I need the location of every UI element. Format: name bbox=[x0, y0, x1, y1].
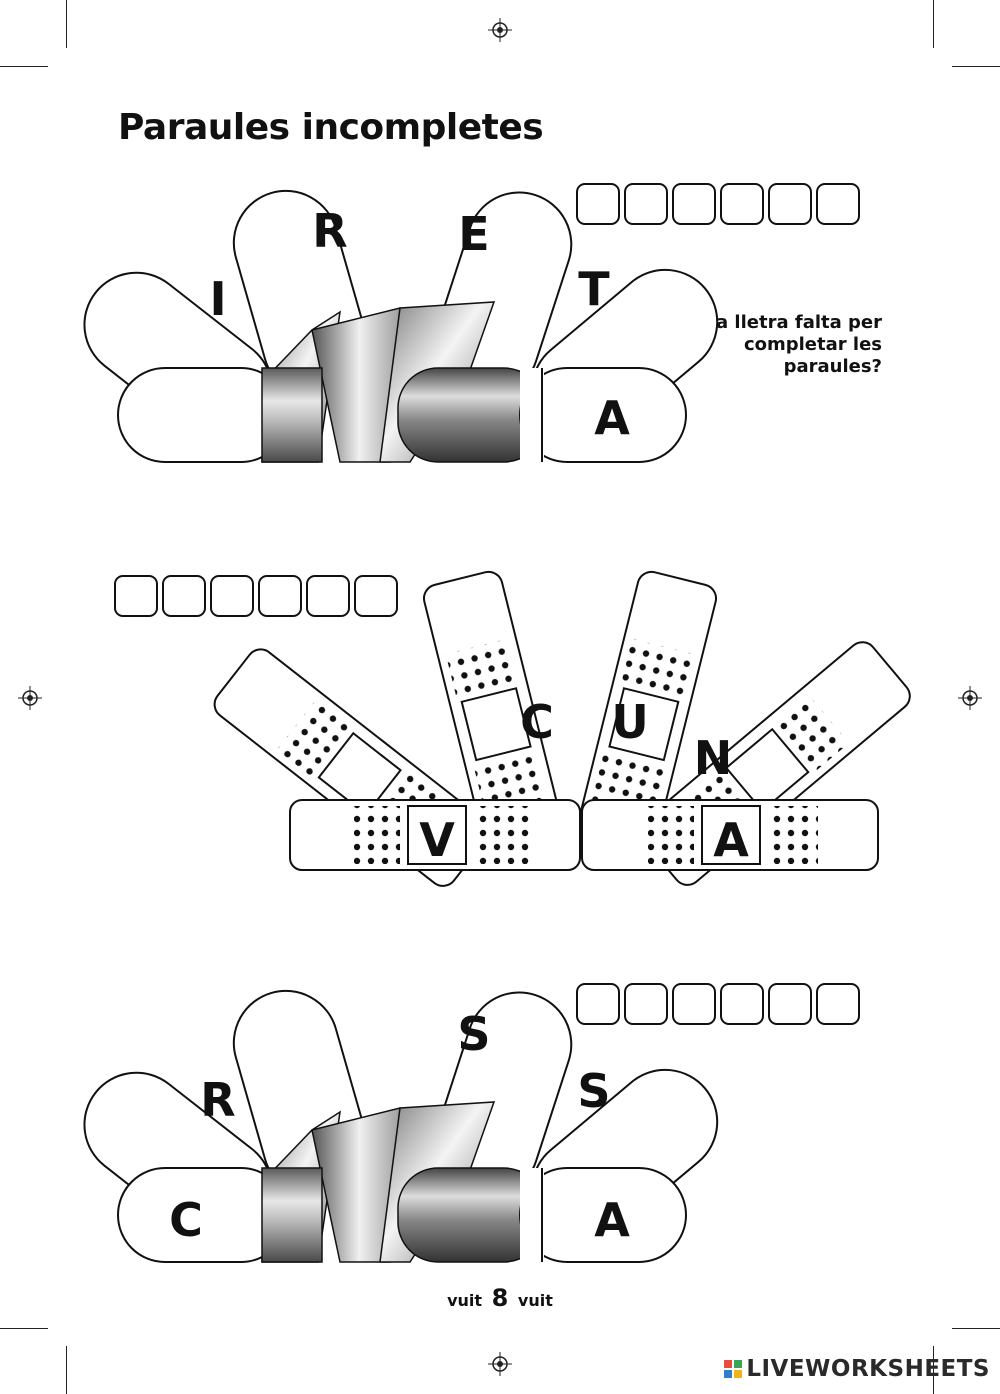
brand-blocks-icon bbox=[724, 1360, 743, 1378]
puzzle-3: C R S S A bbox=[83, 989, 719, 1263]
brand-block bbox=[734, 1370, 743, 1378]
tile-letter: C bbox=[169, 1193, 203, 1247]
tile-letter: C bbox=[520, 695, 554, 749]
crop-mark bbox=[933, 1346, 934, 1394]
answer-box[interactable] bbox=[720, 983, 764, 1025]
tile-letter: A bbox=[713, 813, 749, 867]
answer-box[interactable] bbox=[768, 183, 812, 225]
puzzle-1: I R E T A bbox=[83, 189, 719, 463]
answer-box[interactable] bbox=[624, 183, 668, 225]
answer-box[interactable] bbox=[720, 183, 764, 225]
crop-mark bbox=[66, 1346, 67, 1394]
answer-box[interactable] bbox=[672, 183, 716, 225]
answer-row-3 bbox=[576, 983, 860, 1025]
answer-box[interactable] bbox=[354, 575, 398, 617]
bandage-tile bbox=[581, 799, 879, 871]
answer-box[interactable] bbox=[114, 575, 158, 617]
brand-block bbox=[724, 1360, 733, 1368]
brand-block bbox=[724, 1370, 733, 1378]
crop-mark bbox=[952, 66, 1000, 67]
answer-box[interactable] bbox=[162, 575, 206, 617]
bandage-tile bbox=[289, 799, 581, 871]
tile-letter: T bbox=[578, 262, 610, 316]
brand-block bbox=[734, 1360, 743, 1368]
page-title: Paraules incompletes bbox=[118, 107, 544, 148]
answer-box[interactable] bbox=[768, 983, 812, 1025]
answer-box[interactable] bbox=[576, 183, 620, 225]
crop-mark bbox=[0, 66, 48, 67]
crop-mark bbox=[66, 0, 67, 48]
tile-letter: U bbox=[611, 695, 648, 749]
answer-box[interactable] bbox=[576, 983, 620, 1025]
page-number-digit: 8 bbox=[491, 1284, 509, 1312]
page-number-word-right: vuit bbox=[517, 1291, 553, 1310]
tile-letter: S bbox=[457, 1007, 490, 1061]
registration-mark-icon bbox=[958, 686, 982, 710]
tile-letter: S bbox=[577, 1064, 610, 1118]
answer-box[interactable] bbox=[306, 575, 350, 617]
brand-name: LIVEWORKSHEETS bbox=[746, 1356, 990, 1382]
tile-letter: V bbox=[419, 813, 455, 867]
tile-letter: A bbox=[594, 391, 630, 445]
answer-box[interactable] bbox=[210, 575, 254, 617]
answer-row-2 bbox=[114, 575, 398, 617]
tile-letter: E bbox=[458, 207, 489, 261]
brand-logo[interactable]: LIVEWORKSHEETS bbox=[724, 1356, 990, 1382]
answer-box[interactable] bbox=[258, 575, 302, 617]
page-number-word-left: vuit bbox=[447, 1291, 483, 1310]
bandage-tile bbox=[573, 570, 717, 868]
crop-mark bbox=[933, 0, 934, 48]
puzzle-2: V C U N A bbox=[213, 570, 911, 887]
tile-letter: A bbox=[594, 1193, 630, 1247]
instruction-text: Quina lletra falta per completar les par… bbox=[668, 312, 882, 377]
registration-mark-icon bbox=[488, 1352, 512, 1376]
tile-letter: R bbox=[312, 204, 347, 258]
answer-box[interactable] bbox=[816, 183, 860, 225]
page-number: vuit 8 vuit bbox=[0, 1284, 1000, 1312]
tile-letter: I bbox=[209, 272, 226, 326]
answer-box[interactable] bbox=[624, 983, 668, 1025]
crop-mark bbox=[952, 1328, 1000, 1329]
registration-mark-icon bbox=[18, 686, 42, 710]
crop-mark bbox=[0, 1328, 48, 1329]
tile-letter: N bbox=[694, 731, 733, 785]
answer-row-1 bbox=[576, 183, 860, 225]
registration-mark-icon bbox=[488, 18, 512, 42]
answer-box[interactable] bbox=[672, 983, 716, 1025]
answer-box[interactable] bbox=[816, 983, 860, 1025]
tile-letter: R bbox=[200, 1073, 235, 1127]
